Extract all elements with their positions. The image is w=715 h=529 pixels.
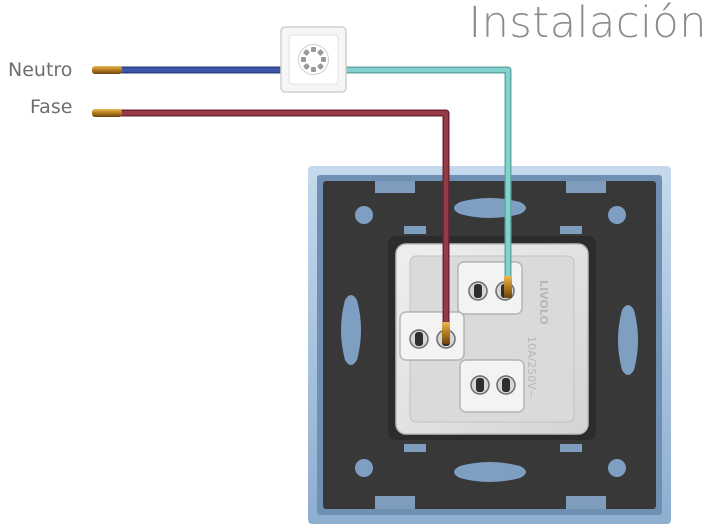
mounting-slot — [454, 198, 526, 218]
terminal-block — [459, 359, 525, 413]
neutral-wire-label: Neutro — [8, 59, 73, 81]
wires — [120, 66, 512, 330]
screw-hole — [355, 206, 373, 224]
fan-icon — [280, 26, 347, 93]
screw-hole — [608, 459, 626, 477]
rating-marking: 10A/250V~ — [525, 336, 538, 399]
mounting-slot — [618, 305, 638, 375]
mounting-slot — [454, 462, 526, 482]
brand-marking: LIVOLO — [537, 280, 550, 325]
phase-wire-label: Fase — [30, 96, 73, 118]
screw-hole — [355, 459, 373, 477]
diagram-title: Instalación — [468, 0, 707, 48]
socket-module: LIVOLO 10A/250V~ — [388, 236, 596, 440]
wire-ends — [92, 66, 512, 344]
mounting-slot — [341, 295, 361, 365]
screw-hole — [608, 206, 626, 224]
